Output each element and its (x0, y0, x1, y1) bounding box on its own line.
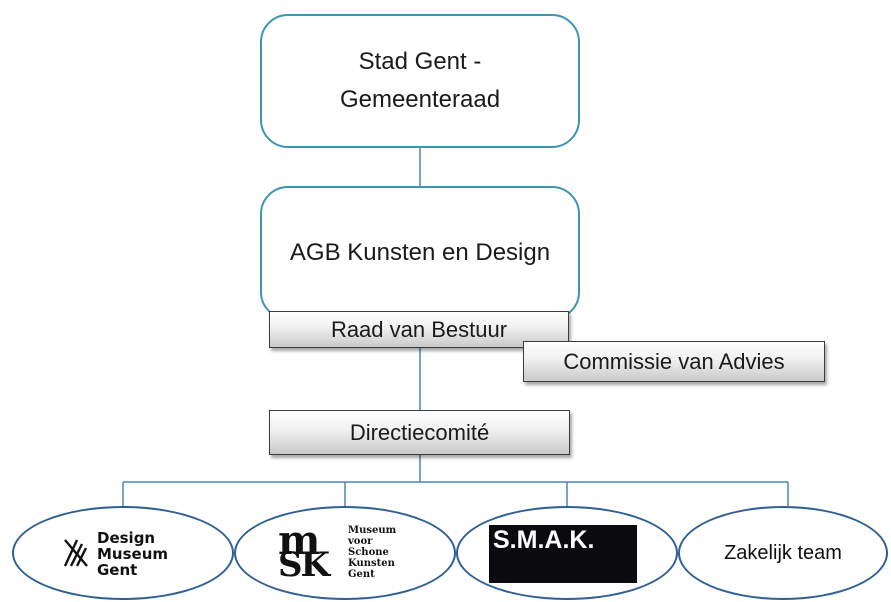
design-museum-gent-line3: Gent (97, 561, 138, 579)
raad-van-bestuur-box: Raad van Bestuur (269, 311, 569, 348)
design-museum-gent-line1: Design (97, 529, 156, 547)
commissie-van-advies-box: Commissie van Advies (523, 341, 825, 382)
directiecomite-label: Directiecomité (349, 419, 490, 445)
msk-logo-line3: Schone (348, 547, 389, 558)
agb-box: AGB Kunsten en Design (260, 186, 580, 320)
design-museum-gent-line2: Museum (97, 545, 169, 563)
msk-logo-line2: voor (348, 536, 373, 547)
stad-gent-box: Stad Gent - Gemeenteraad (260, 14, 580, 148)
msk-logo-line5: Gent (348, 569, 375, 580)
smak-ellipse: S.M.A.K. (456, 506, 678, 600)
raad-van-bestuur-label: Raad van Bestuur (330, 316, 508, 342)
design-museum-gent-mark-icon (63, 539, 88, 567)
commissie-van-advies-label: Commissie van Advies (563, 348, 785, 374)
smak-logo: S.M.A.K. (489, 525, 637, 583)
directiecomite-box: Directiecomité (269, 410, 570, 455)
stad-gent-line1: Stad Gent - (358, 48, 482, 75)
agb-label: AGB Kunsten en Design (289, 239, 551, 266)
zakelijk-team-label: Zakelijk team (724, 541, 842, 564)
smak-logo-text: S.M.A.K. (493, 526, 595, 554)
msk-logo-line4: Kunsten (348, 558, 395, 569)
msk-logo-sk: SK (278, 545, 330, 585)
zakelijk-team-ellipse: Zakelijk team (678, 506, 888, 600)
stad-gent-line2: Gemeenteraad (339, 86, 501, 113)
msk-ellipse: m SK Museum voor Schone Kunsten Gent (234, 506, 456, 600)
msk-logo: m SK Museum voor Schone Kunsten Gent (270, 517, 420, 585)
design-museum-gent-logo: Design Museum Gent (53, 524, 193, 582)
msk-logo-line1: Museum (348, 525, 397, 536)
design-museum-gent-ellipse: Design Museum Gent (12, 506, 234, 600)
msk-logo-m: m (278, 517, 320, 564)
